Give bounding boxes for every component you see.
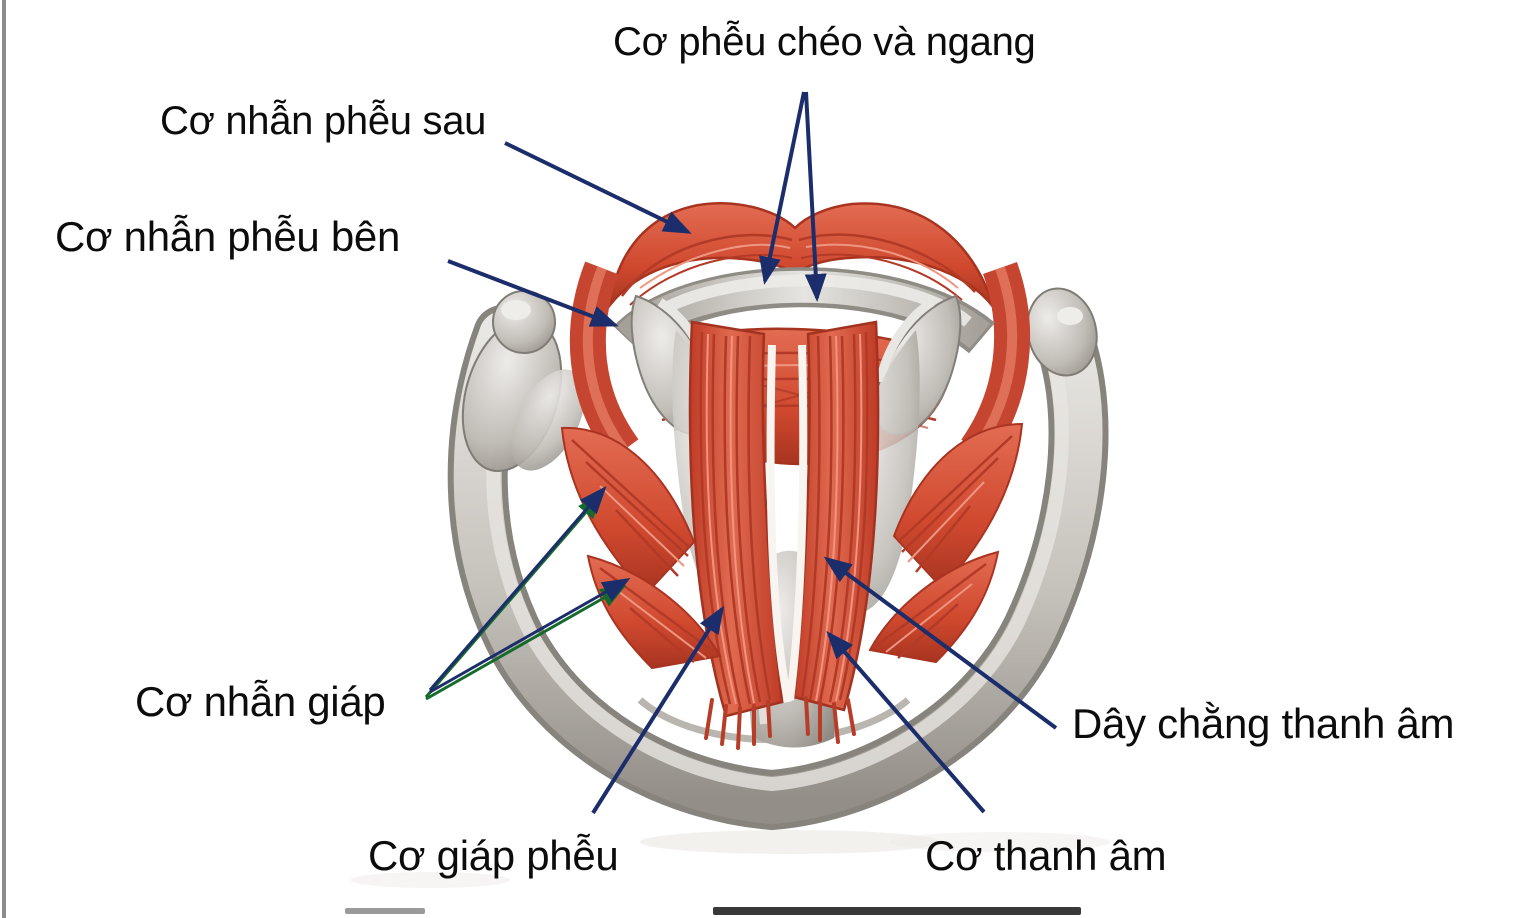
label-co-giap-pheu: Cơ giáp phễu: [368, 832, 619, 879]
label-co-nhan-pheu-sau: Cơ nhẫn phễu sau: [160, 99, 487, 143]
right-cricothyroid-fan: [868, 422, 1024, 664]
right-cartilage-horn: [1026, 287, 1098, 377]
arrow-nhan-giap-upper: [424, 485, 607, 698]
arrow-giap-pheu: [591, 605, 725, 815]
cutoff-text-remnant-small: [345, 908, 425, 914]
arrow-pheu-cheo-ngang-left: [759, 91, 806, 285]
label-co-nhan-pheu-ben: Cơ nhẫn phễu bên: [55, 213, 401, 260]
left-edge-line: [2, 0, 6, 918]
arrow-nhan-giap-lower: [425, 578, 631, 701]
arrow-pheu-cheo-ngang-right: [804, 91, 827, 302]
label-co-pheu-cheo-va-ngang: Cơ phễu chéo và ngang: [613, 20, 1036, 64]
annotation-arrows: [424, 91, 1058, 815]
arrow-day-chang-thanh-am: [823, 556, 1058, 730]
muscle-frayed-ends: [704, 696, 856, 750]
paper-smudges: [350, 830, 1110, 888]
label-co-thanh-am: Cơ thanh âm: [925, 832, 1167, 879]
thyroid-cartilage-horseshoe: [447, 305, 1109, 831]
arrow-nhan-pheu-sau: [504, 141, 692, 234]
arrow-nhan-pheu-ben: [447, 259, 619, 327]
arrow-thanh-am: [826, 630, 986, 814]
posterior-muscle-arch: [608, 202, 996, 310]
label-co-nhan-giap: Cơ nhẫn giáp: [135, 678, 386, 725]
cutoff-text-remnant: [713, 907, 1081, 915]
vocal-ligaments: [766, 344, 808, 703]
label-day-chang-thanh-am: Dây chằng thanh âm: [1072, 700, 1455, 747]
